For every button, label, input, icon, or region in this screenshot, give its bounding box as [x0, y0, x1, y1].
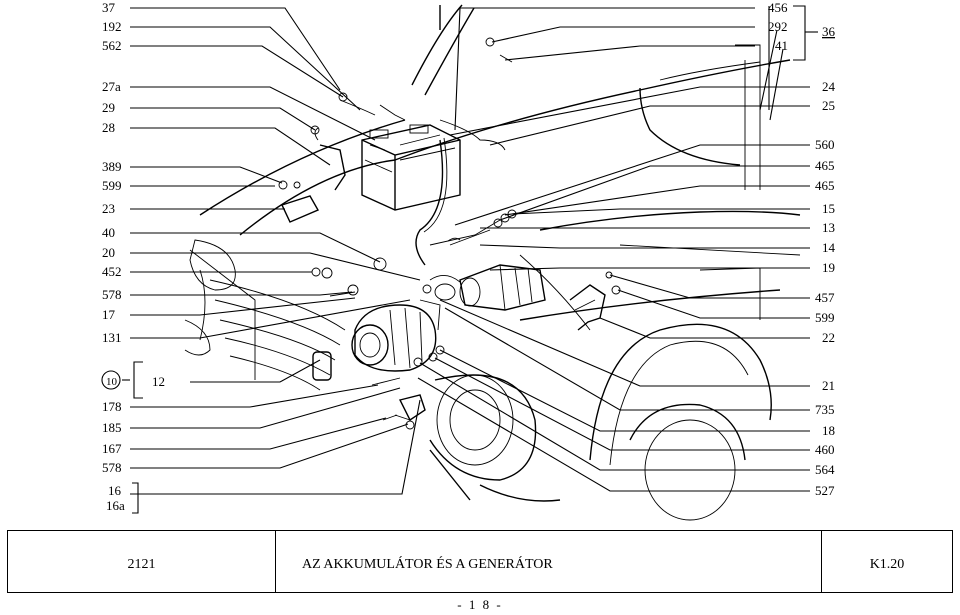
battery-clamp-drawing	[314, 127, 346, 191]
part-label: 185	[102, 420, 122, 435]
voltage-regulator-drawing	[281, 195, 319, 223]
bracket-16	[132, 482, 139, 514]
part-label: 16a	[106, 498, 125, 513]
part-label: 15	[822, 201, 835, 216]
labels-right: 456 292 41 24 25 560 465 465 15 13 14 19…	[768, 0, 836, 498]
part-label: 29	[102, 100, 115, 115]
part-label: 564	[815, 462, 835, 477]
part-label: 131	[102, 330, 122, 345]
page-number: - 1 8 -	[457, 597, 503, 612]
bracket-36	[793, 5, 818, 61]
part-label: 178	[102, 399, 122, 414]
part-label: 20	[102, 245, 115, 260]
part-label: 23	[102, 201, 115, 216]
labels-left: 37 192 562 27a 29 28 389 599 23 40 20 45…	[102, 0, 165, 513]
part-label: 17	[102, 307, 116, 322]
part-label: 28	[102, 120, 115, 135]
exploded-parts-diagram: 37 192 562 27a 29 28 389 599 23 40 20 45…	[101, 0, 836, 521]
part-label: 578	[102, 287, 122, 302]
part-label: 578	[102, 460, 122, 475]
mounting-bracket-drawing	[569, 284, 606, 331]
section-title: AZ AKKUMULÁTOR ÉS A GENERÁTOR	[302, 556, 553, 572]
battery-cable-drawing	[339, 99, 506, 266]
part-label: 562	[102, 38, 122, 53]
tension-arm-drawing	[394, 394, 426, 422]
part-label: 560	[815, 137, 835, 152]
part-label: 465	[815, 158, 835, 173]
bracket-10	[101, 361, 143, 399]
part-label: 192	[102, 19, 122, 34]
starter-motor-drawing	[429, 264, 546, 311]
part-label: 14	[822, 240, 836, 255]
part-label: 460	[815, 442, 835, 457]
part-label: 16	[108, 483, 122, 498]
small-parts-drawing	[278, 37, 621, 430]
leader-lines-right	[417, 6, 810, 492]
part-label: 452	[102, 264, 122, 279]
part-label: 456	[768, 0, 788, 15]
part-label: 457	[815, 290, 835, 305]
part-label: 599	[102, 178, 122, 193]
section-reference: K1.20	[821, 531, 952, 592]
alternator-drawing	[351, 299, 441, 372]
part-label: 18	[822, 423, 835, 438]
part-label: 13	[822, 220, 835, 235]
part-label: 25	[822, 98, 835, 113]
part-label: 527	[815, 483, 835, 498]
part-label: 27a	[102, 79, 121, 94]
section-code: 2121	[8, 531, 276, 592]
circled-label: 10	[106, 376, 118, 388]
part-label: 167	[102, 441, 122, 456]
car-body-drawing	[184, 4, 801, 521]
battery-drawing	[361, 124, 461, 211]
part-label: 37	[102, 0, 116, 15]
title-block: 2121 AZ AKKUMULÁTOR ÉS A GENERÁTOR K1.20	[7, 530, 953, 593]
part-label: 21	[822, 378, 835, 393]
part-label: 22	[822, 330, 835, 345]
part-label: 24	[822, 79, 836, 94]
part-label: 40	[102, 225, 115, 240]
part-label: 41	[775, 38, 788, 53]
belt-drawing	[312, 351, 332, 381]
part-label: 19	[822, 260, 835, 275]
leader-lines-left	[130, 7, 421, 495]
part-label: 12	[152, 374, 165, 389]
part-label: 389	[102, 159, 122, 174]
part-label: 599	[815, 310, 835, 325]
part-label: 465	[815, 178, 835, 193]
part-label: 292	[768, 19, 788, 34]
part-label: 735	[815, 402, 835, 417]
group-label: 36	[822, 24, 836, 39]
